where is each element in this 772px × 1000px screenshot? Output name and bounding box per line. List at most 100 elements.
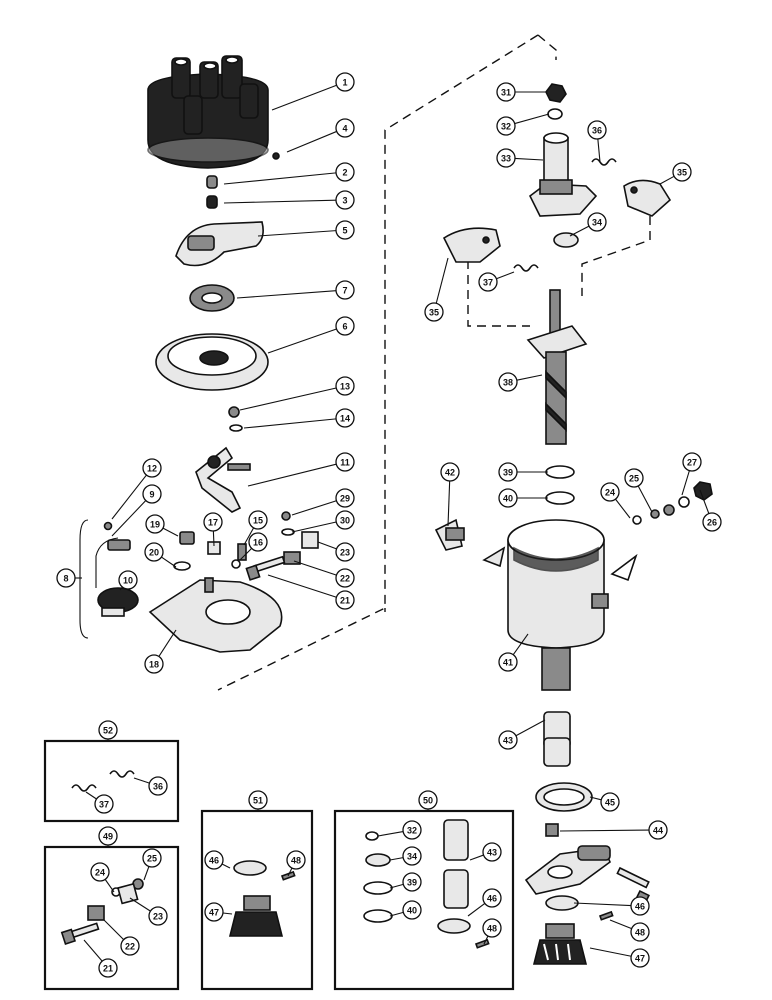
callout-c47: 47 — [589, 947, 650, 968]
callout-leader — [569, 225, 590, 237]
terminal — [87, 905, 105, 921]
callout-number: 24 — [605, 488, 615, 498]
callout-circle — [402, 846, 422, 866]
callout-number: 24 — [95, 868, 105, 878]
callout-number: 32 — [407, 826, 417, 836]
callout-circle — [335, 590, 355, 610]
washer — [663, 504, 675, 516]
callout-number: 5 — [342, 226, 347, 236]
callout-number: 1 — [342, 78, 347, 88]
callout-c45: 45 — [589, 792, 620, 812]
callout-leader — [223, 199, 337, 204]
callout-number: 38 — [503, 378, 513, 388]
callout-c16: 16 — [239, 532, 268, 561]
callout-leader — [239, 387, 337, 411]
callout-c35a: 35 — [659, 162, 692, 185]
callout-number: 46 — [487, 894, 497, 904]
callout-circle — [702, 512, 722, 532]
callout-leader — [637, 485, 653, 513]
callout-circle — [98, 958, 118, 978]
condenser — [95, 537, 139, 617]
callout-circle — [335, 510, 355, 530]
callout-number: 21 — [340, 596, 350, 606]
callout-leader — [559, 829, 650, 832]
callout-circle — [335, 408, 355, 428]
callout-c40: 40 — [498, 488, 548, 508]
washer — [650, 509, 660, 519]
callout-number: 47 — [635, 954, 645, 964]
callout-leader — [389, 883, 404, 889]
callout-leader — [129, 897, 151, 912]
callout-circle — [682, 452, 702, 472]
callout-leader — [469, 854, 484, 861]
callout-circle — [90, 862, 110, 882]
callout-circle — [630, 922, 650, 942]
callout-number: 33 — [501, 154, 511, 164]
callout-leader — [162, 527, 179, 537]
callout-circle — [56, 568, 76, 588]
callout-number: 40 — [503, 494, 513, 504]
callout-circle — [286, 850, 306, 870]
cap-screw — [272, 152, 280, 160]
insulator — [231, 559, 241, 569]
callout-leader — [291, 521, 337, 533]
callout-circle — [482, 918, 502, 938]
terminal — [283, 551, 301, 565]
bushing — [443, 819, 469, 861]
callout-leader — [597, 138, 601, 163]
callout-number: 17 — [208, 518, 218, 528]
callout-c8: 8 — [56, 568, 82, 588]
callout-circle — [120, 936, 140, 956]
callout-circle — [587, 120, 607, 140]
callout-number: 21 — [103, 964, 113, 974]
callout-c5: 5 — [257, 220, 355, 240]
callout-leader — [377, 831, 404, 837]
callout-c4: 4 — [286, 118, 355, 153]
callout-number: 34 — [592, 218, 602, 228]
callout-circle — [142, 848, 162, 868]
callout-circle — [248, 532, 268, 552]
callout-leader — [609, 919, 632, 930]
spring — [109, 770, 135, 778]
callout-c24b: 24 — [90, 862, 115, 893]
callout-c29: 29 — [291, 488, 355, 516]
callout-c41: 41 — [498, 633, 529, 672]
terminal-screw — [245, 555, 286, 581]
callout-circle — [335, 72, 355, 92]
spring — [71, 784, 97, 792]
callout-leader — [239, 547, 253, 561]
callout-leader — [291, 500, 337, 516]
callout-leader — [573, 902, 632, 907]
callout-leader — [699, 489, 710, 514]
callout-c2: 2 — [223, 162, 355, 185]
callout-c23: 23 — [317, 541, 355, 562]
assembly-dashed-line-shaft — [467, 216, 651, 327]
callout-number: 6 — [342, 322, 347, 332]
callout-c23b: 23 — [129, 897, 168, 926]
callout-number: 19 — [150, 520, 160, 530]
callout-circle — [98, 826, 118, 846]
callout-leader — [158, 629, 177, 657]
callout-number: 29 — [340, 494, 350, 504]
callout-leader — [615, 498, 631, 519]
callout-c32b: 32 — [377, 820, 422, 840]
callout-number: 12 — [147, 464, 157, 474]
callout-number: 35 — [677, 168, 687, 178]
screw — [228, 406, 240, 418]
callout-leader — [223, 172, 337, 185]
callout-number: 36 — [153, 782, 163, 792]
assembly-dashed-line — [217, 34, 557, 691]
callout-c6: 6 — [267, 316, 355, 354]
rotor — [175, 221, 264, 267]
callout-leader — [496, 271, 515, 280]
callout-circle — [148, 906, 168, 926]
drive-gear — [532, 923, 588, 965]
bushing — [543, 737, 571, 767]
callout-number: 46 — [209, 856, 219, 866]
thrust-washer — [437, 918, 471, 934]
callout-c22b: 22 — [103, 919, 140, 956]
thrust-washer — [553, 232, 579, 248]
callout-number: 36 — [592, 126, 602, 136]
